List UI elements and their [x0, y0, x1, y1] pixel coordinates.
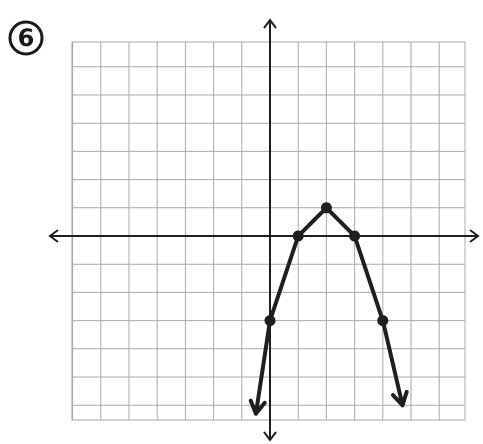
- y-axis-arrow-up: [263, 18, 277, 29]
- x-axis-arrow-right: [469, 229, 480, 243]
- data-point: [320, 202, 332, 214]
- data-point: [349, 230, 361, 242]
- problem-number: 6: [18, 24, 35, 52]
- marked-points: [264, 202, 389, 327]
- problem-number-badge: 6: [8, 20, 44, 56]
- data-point: [264, 315, 276, 327]
- problem-number-circle: [8, 20, 44, 56]
- parabola-curve: [253, 205, 405, 416]
- y-axis-arrow-down: [263, 431, 277, 442]
- grid: [71, 41, 466, 421]
- curve-arrow-right: [390, 389, 409, 408]
- data-point: [377, 315, 389, 327]
- curve-arrow-left: [248, 398, 267, 416]
- grid-border: [71, 41, 466, 421]
- x-axis-arrow-left: [48, 229, 59, 243]
- data-point: [292, 230, 304, 242]
- axes: [48, 18, 480, 442]
